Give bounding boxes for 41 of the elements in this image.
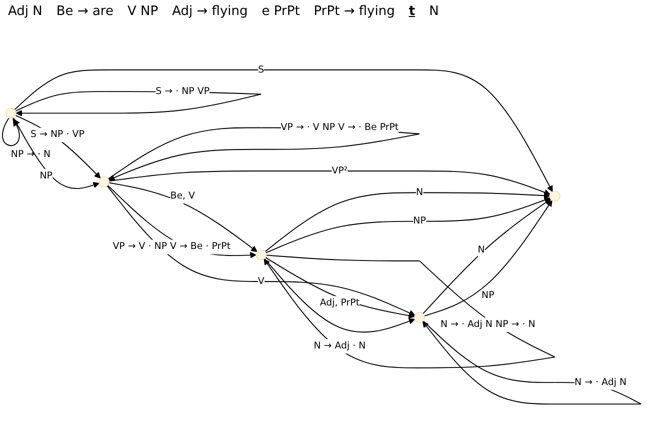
edge-label: NP bbox=[40, 170, 52, 181]
edge-label: V bbox=[258, 275, 264, 286]
grammar-rule-text: N bbox=[429, 4, 439, 19]
edge-label: S → NP · VP bbox=[30, 128, 84, 140]
edge-label: S bbox=[258, 64, 264, 75]
arrow bbox=[14, 68, 553, 192]
grammar-rule-text: e PrPt bbox=[262, 4, 300, 19]
grammar-rule-text: Be → are bbox=[56, 4, 114, 19]
arrow bbox=[265, 256, 415, 318]
arrow bbox=[264, 254, 556, 368]
node-circle bbox=[256, 248, 267, 260]
node-circle bbox=[5, 107, 16, 118]
state-diagram: S → · NP VP S → NP · VP NP S VP → · V NP V → · Be PrPt Be, V VP → V · NP V → Be · PrPt V VP² N → · Adj N NP → · N Adj, PrPt N → Adj · N N NP N → · Adj N N NP NP → · N bbox=[0, 56, 647, 410]
arrow bbox=[12, 116, 100, 189]
edge-label: NP → · N bbox=[10, 148, 51, 160]
node-circle bbox=[414, 312, 426, 322]
edge-label: N bbox=[478, 244, 485, 255]
grammar-rule-text: Adj → flying bbox=[172, 4, 248, 19]
edge-label: N → · Adj N bbox=[574, 376, 627, 388]
grammar-rule-text: V NP bbox=[128, 4, 158, 19]
node-circle bbox=[549, 190, 560, 202]
arrow bbox=[264, 258, 416, 332]
edge-label: Adj, PrPt bbox=[320, 297, 360, 308]
edge-label: N → Adj · N bbox=[314, 340, 366, 352]
edge-label: VP → · V NP V → · Be PrPt bbox=[280, 122, 399, 133]
arrow bbox=[106, 184, 416, 316]
edge-label: N bbox=[416, 186, 424, 198]
edge-label: VP → V · NP V → Be · PrPt bbox=[112, 240, 231, 252]
grammar-rule-text: t bbox=[408, 4, 416, 19]
node-circle bbox=[98, 176, 110, 187]
edge-label: S → · NP VP bbox=[156, 85, 210, 96]
grammar-rule-text: PrPt → flying bbox=[314, 4, 395, 19]
edge-label: NP bbox=[481, 290, 494, 301]
edge-label: NP bbox=[413, 215, 426, 226]
loop-arrow bbox=[2, 117, 20, 146]
arrow bbox=[15, 114, 101, 178]
arrow bbox=[108, 170, 550, 195]
edge-label: VP² bbox=[332, 164, 348, 176]
grammar-rule-text: Adj N bbox=[8, 4, 42, 19]
edge-label: N → · Adj N NP → · N bbox=[440, 318, 536, 330]
edge-label: Be, V bbox=[170, 190, 195, 201]
